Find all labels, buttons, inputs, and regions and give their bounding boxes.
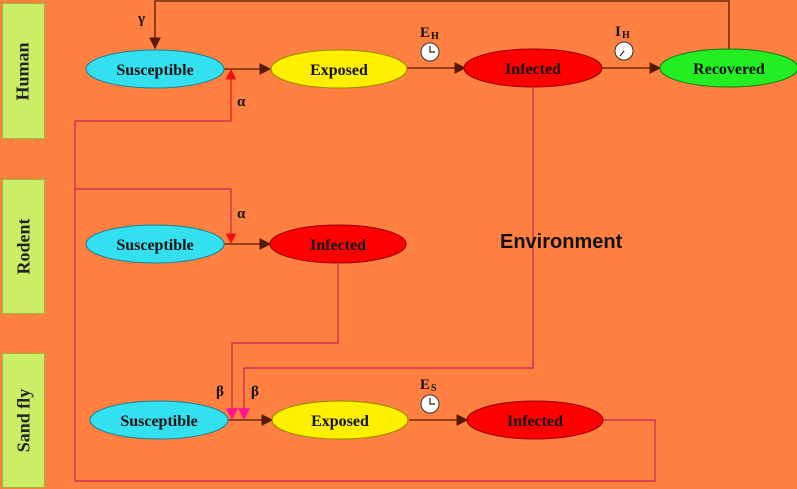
edge-recovered-to-susceptible bbox=[149, 0, 730, 52]
node-fly-exposed: Exposed bbox=[271, 400, 409, 440]
node-human-recovered: Recovered bbox=[659, 48, 797, 88]
rate-alpha-rodent: α bbox=[237, 206, 246, 222]
clock-icon bbox=[420, 394, 440, 414]
node-human-infected: Infected bbox=[463, 48, 603, 88]
rate-beta-right: β bbox=[251, 384, 259, 400]
node-human-exposed: Exposed bbox=[270, 49, 408, 89]
node-rodent-infected: Infected bbox=[269, 224, 407, 264]
rate-gamma: γ bbox=[137, 11, 145, 27]
edge-beta-from-human bbox=[238, 88, 534, 421]
node-fly-exposed-label: Exposed bbox=[311, 413, 369, 430]
node-fly-infected-label: Infected bbox=[507, 413, 563, 430]
group-tab-human: Human bbox=[2, 3, 45, 139]
edge-alpha-to-rodent bbox=[75, 188, 237, 245]
clock-icon bbox=[420, 42, 440, 62]
edge-fly-infected-loop bbox=[74, 120, 656, 482]
rate-e-fly-sub: S bbox=[431, 383, 437, 394]
node-human-infected-label: Infected bbox=[505, 61, 561, 78]
rate-beta-left: β bbox=[216, 384, 224, 400]
rate-i-human-sub: H bbox=[622, 30, 630, 41]
node-human-susceptible-label: Susceptible bbox=[116, 62, 193, 79]
node-fly-infected: Infected bbox=[466, 400, 604, 440]
group-tab-sand-fly: Sand fly bbox=[2, 353, 45, 488]
rate-e-human: E bbox=[420, 25, 430, 41]
node-human-susceptible: Susceptible bbox=[85, 49, 225, 89]
node-fly-susceptible: Susceptible bbox=[89, 400, 229, 440]
edge-beta-from-rodent bbox=[226, 264, 339, 421]
node-rodent-infected-label: Infected bbox=[310, 237, 366, 254]
rate-e-fly: E bbox=[420, 377, 430, 393]
node-fly-susceptible-label: Susceptible bbox=[120, 413, 197, 430]
rate-e-human-sub: H bbox=[431, 31, 439, 42]
rate-alpha-human: α bbox=[237, 94, 246, 110]
node-rodent-susceptible-label: Susceptible bbox=[116, 237, 193, 254]
node-human-exposed-label: Exposed bbox=[310, 62, 368, 79]
environment-label: Environment bbox=[500, 231, 623, 253]
group-tab-rodent: Rodent bbox=[2, 179, 45, 314]
node-rodent-susceptible: Susceptible bbox=[85, 224, 225, 264]
node-human-recovered-label: Recovered bbox=[693, 61, 765, 78]
rate-i-human: I bbox=[615, 24, 621, 40]
clock-icon bbox=[614, 41, 634, 61]
